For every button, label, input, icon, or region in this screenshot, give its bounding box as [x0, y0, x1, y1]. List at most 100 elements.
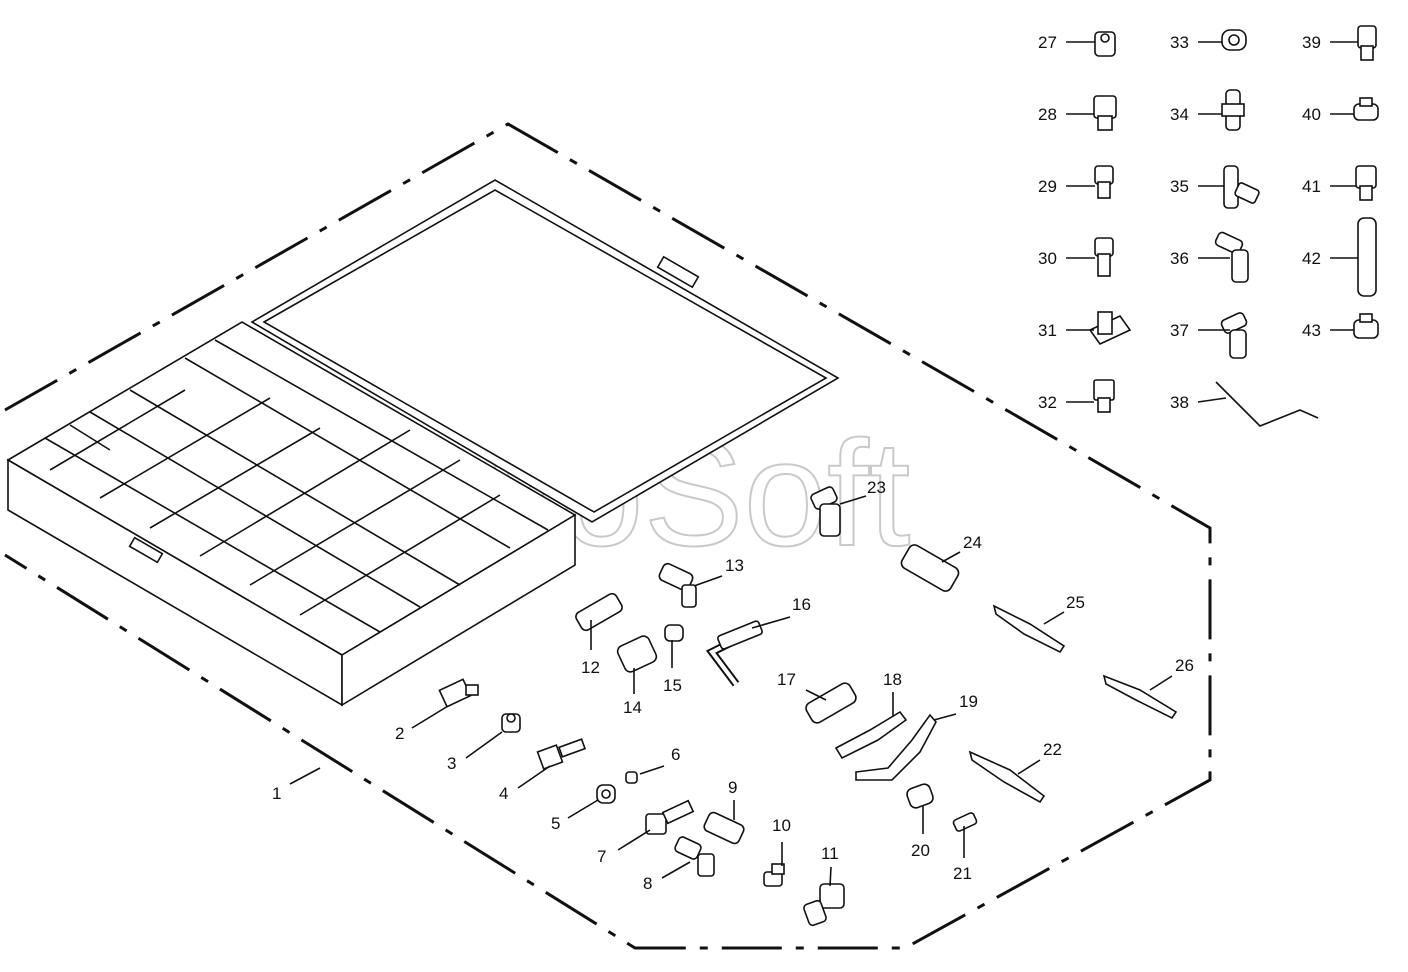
leader-line [751, 616, 791, 629]
part-41-adapter [1355, 165, 1377, 201]
leader-line [567, 799, 599, 819]
callout-labels: 1 2 3 4 5 6 7 8 9 10 11 12 13 14 15 16 1… [272, 33, 1321, 893]
leader-line [1149, 675, 1173, 691]
callout-30: 30 [1038, 249, 1057, 268]
leader-lines [289, 41, 1358, 887]
leader-line [805, 689, 827, 701]
callout-20: 20 [911, 841, 930, 860]
part-38-wire [1215, 381, 1319, 427]
callout-9: 9 [728, 778, 737, 797]
leader-line [517, 765, 551, 789]
part-33-nut [1221, 29, 1247, 51]
leader-line [411, 705, 449, 729]
callout-42: 42 [1302, 249, 1321, 268]
part-36-elbow [1214, 231, 1249, 283]
leader-line [933, 713, 957, 721]
callout-4: 4 [499, 784, 508, 803]
callout-13: 13 [725, 556, 744, 575]
callout-27: 27 [1038, 33, 1057, 52]
part-32-block [1093, 379, 1115, 413]
part-17-union [805, 682, 857, 724]
callout-31: 31 [1038, 321, 1057, 340]
callout-41: 41 [1302, 177, 1321, 196]
part-18-nozzle-holder [834, 710, 908, 760]
part-42-tube [1357, 217, 1377, 297]
callout-40: 40 [1302, 105, 1321, 124]
part-12-adapter [575, 592, 623, 632]
part-19-bent-nozzle [855, 713, 937, 781]
callout-23: 23 [867, 478, 886, 497]
callout-36: 36 [1170, 249, 1189, 268]
leader-line [1043, 611, 1065, 625]
part-43-plug [1353, 313, 1379, 339]
part-26-nozzle [1102, 674, 1178, 720]
part-37-elbow [1220, 312, 1248, 359]
leader-line [1017, 759, 1041, 775]
kit-boundary [4, 122, 1212, 950]
callout-5: 5 [551, 814, 560, 833]
callout-2: 2 [395, 724, 404, 743]
callout-19: 19 [959, 692, 978, 711]
callout-24: 24 [963, 533, 982, 552]
part-7-adapter [645, 799, 695, 835]
leader-line [617, 829, 651, 851]
part-10-plug [763, 863, 785, 887]
part-9-straight-fitting [703, 811, 745, 845]
part-35-tee [1223, 165, 1260, 209]
part-39-adapter [1357, 25, 1377, 61]
callout-26: 26 [1175, 656, 1194, 675]
callout-33: 33 [1170, 33, 1189, 52]
callout-15: 15 [663, 676, 682, 695]
part-13-tee [658, 562, 697, 608]
part-14-nut [616, 635, 658, 673]
callout-12: 12 [581, 658, 600, 677]
part-5-nut [596, 784, 616, 804]
callout-22: 22 [1043, 740, 1062, 759]
callout-43: 43 [1302, 321, 1321, 340]
part-23-elbow [810, 486, 841, 537]
leader-line [693, 575, 723, 587]
leader-line [465, 731, 503, 759]
callout-3: 3 [447, 754, 456, 773]
part-16-bent-pipe [705, 620, 763, 687]
callout-34: 34 [1170, 105, 1189, 124]
callout-11: 11 [821, 844, 839, 863]
callout-39: 39 [1302, 33, 1321, 52]
part-3-nut [501, 713, 521, 733]
part-25-nozzle [992, 604, 1066, 654]
part-20-plug [906, 783, 934, 809]
part-27-nut [1094, 31, 1116, 57]
callout-37: 37 [1170, 321, 1189, 340]
part-8-elbow [674, 836, 715, 877]
callout-25: 25 [1066, 593, 1085, 612]
callout-28: 28 [1038, 105, 1057, 124]
leader-line [829, 866, 832, 887]
storage-case [6, 179, 840, 707]
part-24-union [900, 544, 960, 592]
part-15-ring [664, 624, 684, 642]
callout-6: 6 [671, 745, 680, 764]
part-31-flange [1088, 311, 1132, 346]
part-2-banjo-fitting [438, 678, 479, 708]
callout-10: 10 [772, 816, 791, 835]
leader-line [839, 495, 867, 505]
callout-38: 38 [1170, 393, 1189, 412]
leader-line [289, 767, 321, 785]
callout-32: 32 [1038, 393, 1057, 412]
callout-7: 7 [597, 847, 606, 866]
callout-16: 16 [792, 595, 811, 614]
part-34-connector [1221, 89, 1245, 131]
leader-line [661, 861, 691, 879]
part-22-nozzle [968, 750, 1046, 804]
part-28-adapter [1093, 95, 1117, 131]
part-21-pin [952, 812, 978, 832]
callout-17: 17 [777, 670, 796, 689]
callout-29: 29 [1038, 177, 1057, 196]
part-40-plug [1353, 97, 1379, 121]
callout-35: 35 [1170, 177, 1189, 196]
leader-line [1197, 397, 1227, 403]
leader-line [639, 765, 665, 775]
callout-14: 14 [623, 698, 642, 717]
